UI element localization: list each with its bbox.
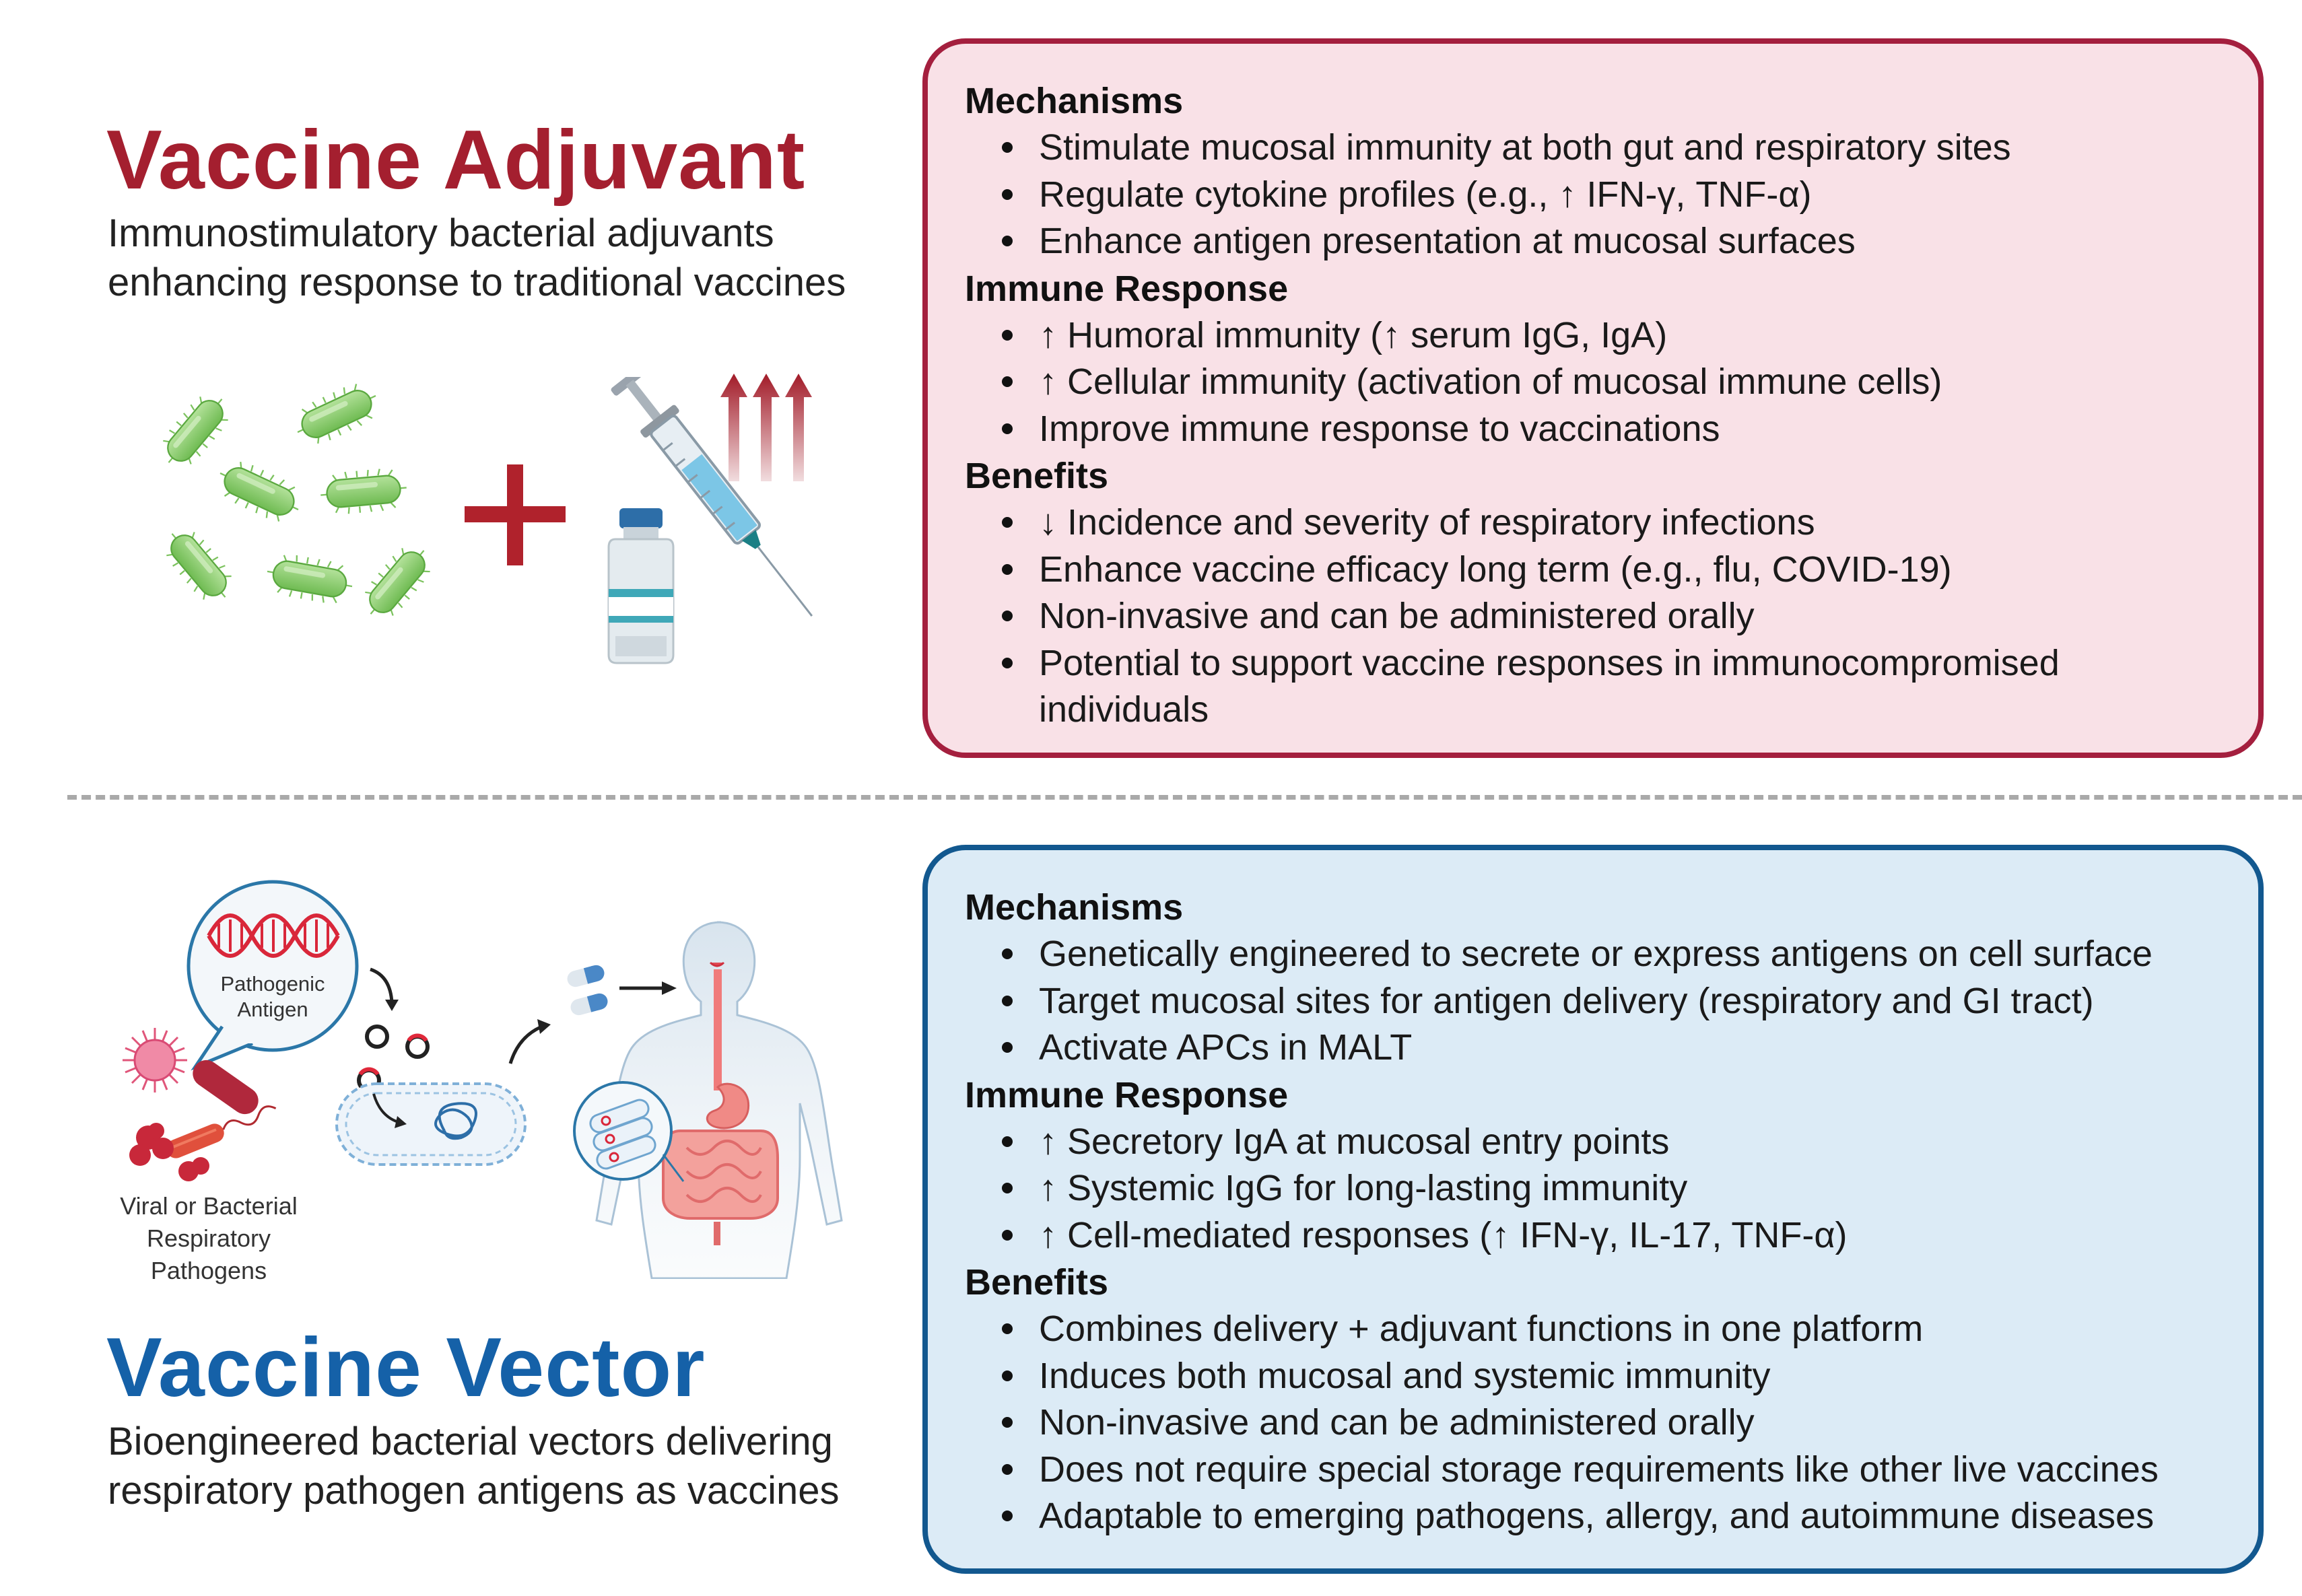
adjuvant-benefits-heading: Benefits [965, 456, 1109, 496]
list-item: Enhance antigen presentation at mucosal … [965, 218, 2231, 265]
list-item: Stimulate mucosal immunity at both gut a… [965, 125, 2231, 172]
adjuvant-subtitle-line1: Immunostimulatory bacterial adjuvants [108, 211, 774, 255]
vector-benefits-heading: Benefits [965, 1262, 1109, 1303]
list-item: ↑ Secretory IgA at mucosal entry points [965, 1119, 2231, 1166]
vector-title: Vaccine Vector [106, 1321, 706, 1414]
pathogen-label-line2: Respiratory [146, 1224, 271, 1252]
adjuvant-title: Vaccine Adjuvant [106, 114, 806, 207]
vector-info-box: Mechanisms Genetically engineered to sec… [922, 845, 2264, 1574]
oral-capsules-icon [567, 965, 677, 1016]
plus-icon [465, 464, 566, 565]
pathogen-label: Viral or Bacterial Respiratory Pathogens [94, 1190, 323, 1287]
vector-mechanisms-heading: Mechanisms [965, 887, 1184, 928]
antigen-label-line1: Pathogenic [220, 972, 325, 996]
adjuvant-immune-list: ↑ Humoral immunity (↑ serum IgG, IgA) ↑ … [965, 312, 2231, 453]
adjuvant-subtitle: Immunostimulatory bacterial adjuvants en… [108, 209, 916, 307]
list-item: ↓ Incidence and severity of respiratory … [965, 499, 2231, 547]
list-item: Non-invasive and can be administered ora… [965, 593, 2231, 640]
list-item: ↑ Cellular immunity (activation of mucos… [965, 359, 2231, 406]
antigen-label-line2: Antigen [237, 998, 308, 1021]
vector-mechanisms-list: Genetically engineered to secrete or exp… [965, 931, 2231, 1072]
list-item: Genetically engineered to secrete or exp… [965, 931, 2231, 978]
list-item: Induces both mucosal and systemic immuni… [965, 1353, 2231, 1400]
engineering-process-icon [335, 967, 551, 1166]
vector-subtitle-line2: respiratory pathogen antigens as vaccine… [108, 1469, 840, 1513]
antigen-magnifier-icon [187, 880, 359, 1071]
list-item: Non-invasive and can be administered ora… [965, 1399, 2231, 1447]
adjuvant-mechanisms-list: Stimulate mucosal immunity at both gut a… [965, 125, 2231, 265]
list-item: ↑ Systemic IgG for long-lasting immunity [965, 1165, 2231, 1212]
human-body-gi-tract-icon [573, 921, 843, 1279]
pathogen-label-line1: Viral or Bacterial [120, 1192, 298, 1220]
bacteria-cluster-icon [152, 377, 440, 628]
adjuvant-subtitle-line2: enhancing response to traditional vaccin… [108, 261, 846, 304]
list-item: Enhance vaccine efficacy long term (e.g.… [965, 547, 2231, 594]
syringe-vial-icon [607, 377, 813, 664]
adjuvant-immune-heading: Immune Response [965, 268, 1289, 309]
list-item: ↑ Cell-mediated responses (↑ IFN-γ, IL-1… [965, 1212, 2231, 1259]
list-item: ↑ Humoral immunity (↑ serum IgG, IgA) [965, 312, 2231, 359]
vector-immune-list: ↑ Secretory IgA at mucosal entry points … [965, 1119, 2231, 1259]
list-item: Potential to support vaccine responses i… [965, 640, 2231, 734]
vector-benefits-list: Combines delivery + adjuvant functions i… [965, 1306, 2231, 1540]
vector-subtitle-line1: Bioengineered bacterial vectors deliveri… [108, 1420, 833, 1463]
section-divider [67, 795, 2302, 800]
list-item: Combines delivery + adjuvant functions i… [965, 1306, 2231, 1353]
vector-immune-heading: Immune Response [965, 1074, 1289, 1115]
antigen-label: Pathogenic Antigen [205, 971, 340, 1022]
list-item: Activate APCs in MALT [965, 1025, 2231, 1072]
increase-arrows-icon [720, 374, 812, 481]
respiratory-pathogens-icon [123, 1028, 277, 1181]
list-item: Target mucosal sites for antigen deliver… [965, 978, 2231, 1025]
vector-subtitle: Bioengineered bacterial vectors deliveri… [108, 1417, 916, 1515]
list-item: Improve immune response to vaccinations [965, 406, 2231, 453]
pathogen-label-line3: Pathogens [150, 1257, 267, 1284]
list-item: Does not require special storage require… [965, 1447, 2231, 1494]
adjuvant-mechanisms-heading: Mechanisms [965, 81, 1184, 121]
list-item: Regulate cytokine profiles (e.g., ↑ IFN-… [965, 172, 2231, 219]
adjuvant-info-box: Mechanisms Stimulate mucosal immunity at… [922, 38, 2264, 758]
adjuvant-benefits-list: ↓ Incidence and severity of respiratory … [965, 499, 2231, 734]
list-item: Adaptable to emerging pathogens, allergy… [965, 1493, 2231, 1540]
